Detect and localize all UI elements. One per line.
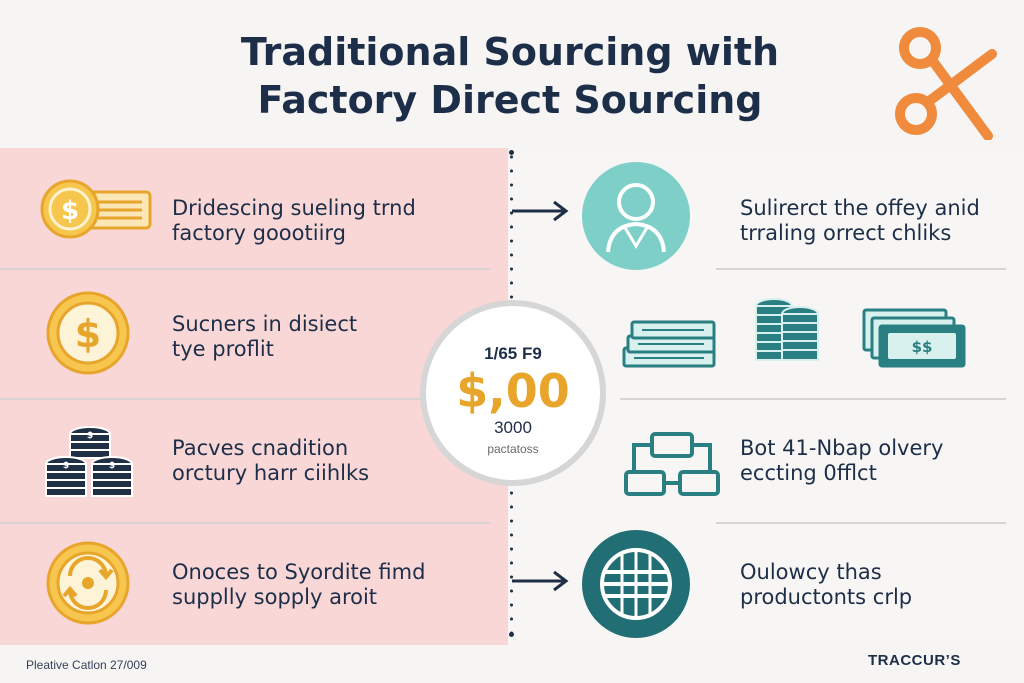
divider	[0, 522, 490, 524]
divider	[716, 522, 1006, 524]
globe-icon	[582, 530, 690, 638]
left-row-2-text: Sucners in disiect tye proflit	[172, 312, 358, 361]
divider	[620, 398, 1006, 400]
svg-text:$: $	[63, 461, 69, 471]
badge-small-text: 1/65 F9	[484, 344, 542, 363]
divider	[716, 268, 1006, 270]
left-row-4-text: Onoces to Syordite fimd supplly sopply a…	[172, 560, 426, 609]
page-title: Traditional Sourcing with Factory Direct…	[160, 28, 860, 124]
money-bills-icon: $$	[862, 308, 966, 368]
svg-text:$: $	[61, 196, 79, 226]
coin-cycle-icon	[46, 541, 130, 625]
person-avatar-icon	[582, 162, 690, 270]
svg-text:$: $	[109, 461, 115, 471]
badge-caption: pactatoss	[487, 442, 539, 456]
svg-text:$: $	[75, 312, 101, 356]
cash-stack-icon	[622, 320, 716, 368]
right-row-3-text: Bot 41-Nbap olvery eccting 0fflct	[740, 436, 944, 485]
divider	[0, 398, 490, 400]
line-end-dot	[509, 632, 514, 637]
title-line-1: Traditional Sourcing with	[240, 30, 780, 74]
divider	[0, 268, 490, 270]
title-line-2: Factory Direct Sourcing	[257, 78, 763, 122]
line-end-dot	[509, 150, 514, 155]
badge-mid-value: 3000	[494, 418, 532, 437]
svg-text:$: $	[87, 431, 93, 441]
flowchart-icon	[624, 432, 720, 496]
dollar-coin-icon: $	[46, 291, 130, 375]
left-row-3-text: Pacves cnadition orctury harr ciihlks	[172, 436, 370, 485]
scissors-icon	[895, 27, 997, 140]
right-row-4-text: Oulowcy thas productonts crlp	[740, 560, 913, 609]
svg-text:$$: $$	[912, 338, 933, 356]
coin-stacks-icon: $ $ $	[45, 426, 133, 497]
left-row-1-text: Dridescing sueling trnd factory goootiir…	[172, 196, 416, 245]
dollar-coin-cash-icon: $	[40, 179, 152, 239]
arrow-right-icon	[512, 570, 569, 592]
brand-logo: TRACCUR’S	[868, 652, 961, 669]
arrow-right-icon	[512, 200, 569, 222]
center-savings-badge: 1/65 F9 $,00 3000 pactatoss	[420, 300, 606, 486]
footer-caption: Pleative Catlon 27/009	[26, 658, 147, 672]
right-row-1-text: Sulirerct the offey anid trraling orrect…	[740, 196, 980, 245]
coin-stack-icon	[755, 298, 819, 361]
badge-big-value: $,00	[456, 364, 570, 418]
